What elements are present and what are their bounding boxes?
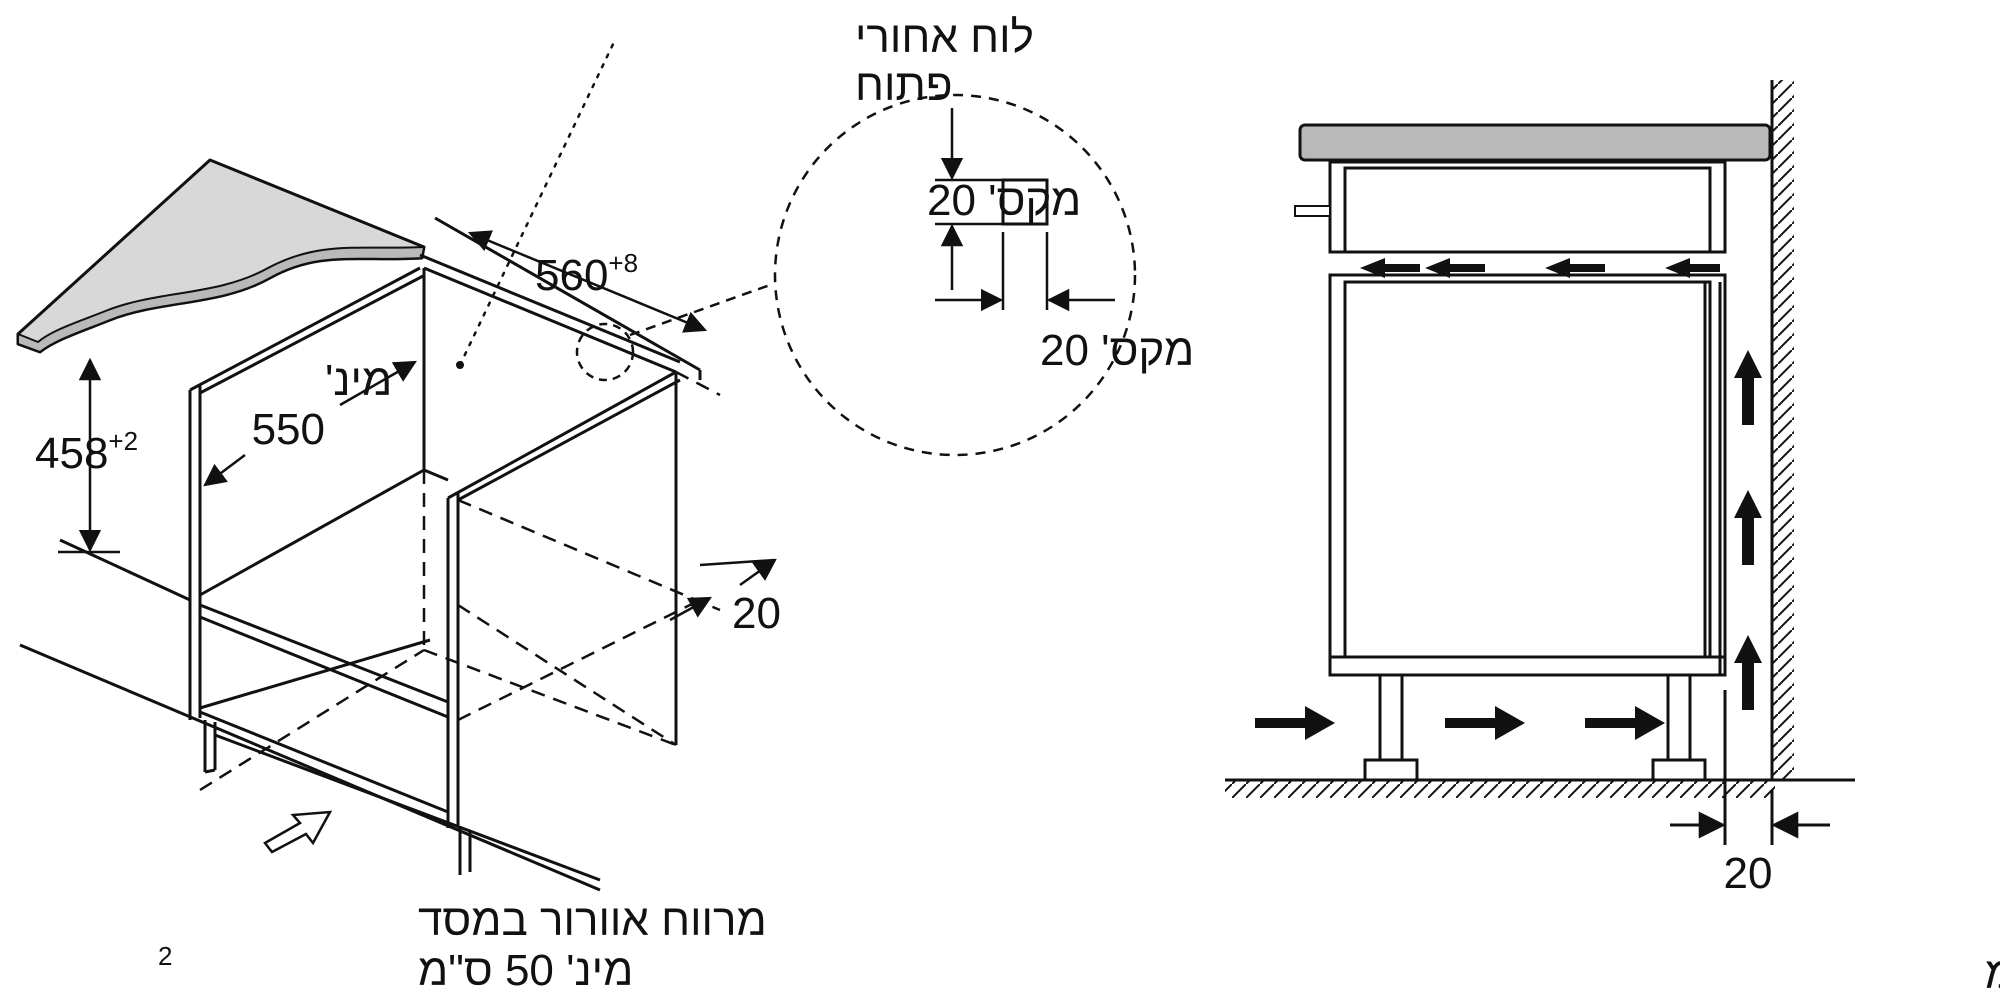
countertop-edge — [17, 246, 425, 353]
units-note: מידות במ"מ — [1985, 949, 2000, 998]
detail-max-bottom: מקס' 20 — [1040, 326, 1194, 375]
detail-circle — [773, 93, 1137, 457]
vent-label-line1: מרווח אוורור במסד — [418, 896, 767, 945]
labels: לוח אחורי פתוח 560+8 458+2 מינ' 550 20 מ… — [35, 13, 2000, 998]
countertop-section — [1298, 123, 1772, 162]
width-dimension: 560+8 — [535, 248, 638, 300]
depth-label-line1: מינ' — [325, 356, 392, 405]
gap-20-left-label: 20 — [732, 589, 781, 638]
vent-label-line2-text: מינ' 50 ס"מ — [418, 946, 633, 995]
width-tolerance: +8 — [608, 248, 638, 278]
vent-superscript: 2 — [158, 941, 172, 971]
gap-20-right-label: 20 — [1724, 849, 1773, 898]
height-value: 458 — [35, 429, 108, 478]
rear-panel-label-line1: לוח אחורי — [855, 13, 1034, 62]
isometric-cabinet-view — [16, 158, 702, 892]
side-section-view — [1225, 80, 1855, 845]
depth-label-line2: 550 — [252, 405, 325, 454]
rear-panel-label-line2: פתוח — [855, 61, 953, 110]
hidden-lines — [199, 370, 721, 792]
vent-label-line2: מינ' 50 ס"מ — [418, 946, 633, 995]
height-dimension: 458+2 — [35, 426, 138, 478]
height-tolerance: +2 — [108, 426, 138, 456]
isometric-dimensions — [58, 38, 777, 854]
airflow-arrows — [1255, 258, 1762, 740]
width-value: 560 — [535, 251, 608, 300]
detail-max-top: מקס' 20 — [927, 176, 1081, 225]
